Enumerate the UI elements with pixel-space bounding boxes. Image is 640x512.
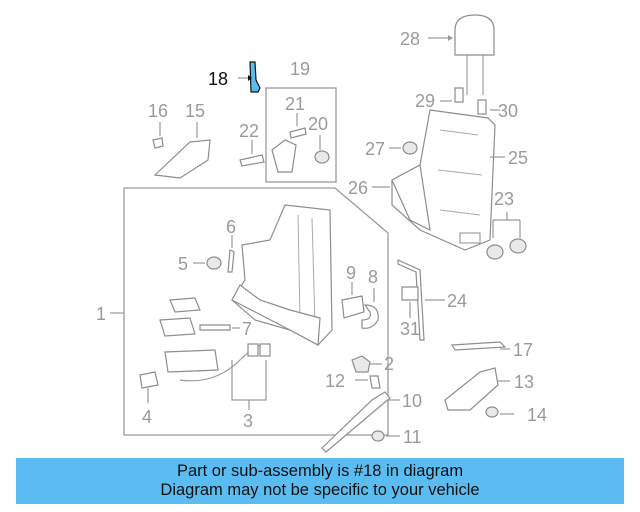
- callout-9: 9: [346, 263, 356, 283]
- callout-27: 27: [365, 139, 385, 159]
- callout-5: 5: [178, 254, 188, 274]
- part-27-clip: [389, 141, 418, 155]
- callout-11: 11: [403, 427, 422, 447]
- part-headrest-guides: [440, 87, 500, 115]
- callout-28: 28: [400, 29, 420, 49]
- callout-13: 13: [514, 372, 534, 392]
- info-banner-line-1: Part or sub-assembly is #18 in diagram: [176, 462, 464, 480]
- callout-30: 30: [498, 101, 518, 121]
- parts-diagram: 1 2 3 4 5 6 7 8 9 10 11 12 13 14 15 16 1…: [96, 14, 547, 453]
- callout-22: 22: [239, 121, 259, 141]
- part-19-group: [271, 113, 330, 173]
- part-18-highlighted[interactable]: [238, 61, 261, 93]
- callout-14: 14: [527, 405, 547, 425]
- info-banner: Part or sub-assembly is #18 in diagram D…: [16, 458, 624, 504]
- callout-29: 29: [415, 91, 435, 111]
- info-banner-line-2: Diagram may not be specific to your vehi…: [160, 481, 480, 499]
- callout-8: 8: [368, 267, 378, 287]
- callout-17: 17: [513, 340, 533, 360]
- callout-20: 20: [308, 114, 328, 134]
- part-14-screw: [485, 406, 514, 418]
- part-13-panel: [444, 367, 510, 411]
- callout-3: 3: [243, 411, 253, 431]
- part-5-6: [193, 235, 235, 273]
- part-8-9: [341, 282, 379, 329]
- callout-2: 2: [384, 354, 394, 374]
- callout-6: 6: [226, 217, 236, 237]
- callout-19: 19: [290, 59, 310, 79]
- part-seat-back: [372, 109, 505, 251]
- part-2-nut: [351, 355, 382, 373]
- callout-21: 21: [285, 94, 305, 114]
- callout-18[interactable]: 18: [208, 69, 228, 89]
- part-31-bracket: [401, 286, 419, 318]
- part-11-bolt: [371, 430, 400, 442]
- group-box-19: [265, 87, 337, 183]
- part-7-internals: [139, 297, 271, 389]
- callout-24: 24: [447, 291, 467, 311]
- part-24-rod: [397, 259, 445, 341]
- callout-31: 31: [400, 319, 420, 339]
- part-headrest: [428, 14, 495, 95]
- part-12-bolt: [355, 375, 381, 389]
- callout-7: 7: [242, 319, 252, 339]
- part-17-strip: [450, 341, 510, 351]
- callout-15: 15: [185, 101, 205, 121]
- callout-4: 4: [142, 407, 152, 427]
- group-box-1: [123, 187, 389, 436]
- part-23-grommets: [486, 212, 527, 260]
- callout-25: 25: [508, 148, 528, 168]
- part-15-16-22: [152, 122, 265, 179]
- callout-26: 26: [348, 178, 368, 198]
- callout-12: 12: [325, 371, 345, 391]
- part-seat-frame: [231, 204, 333, 346]
- callout-23: 23: [494, 189, 514, 209]
- callout-10: 10: [402, 391, 422, 411]
- leader-3: [231, 360, 267, 410]
- part-10-rod: [321, 391, 400, 453]
- callout-1: 1: [96, 304, 106, 324]
- callout-16: 16: [148, 101, 168, 121]
